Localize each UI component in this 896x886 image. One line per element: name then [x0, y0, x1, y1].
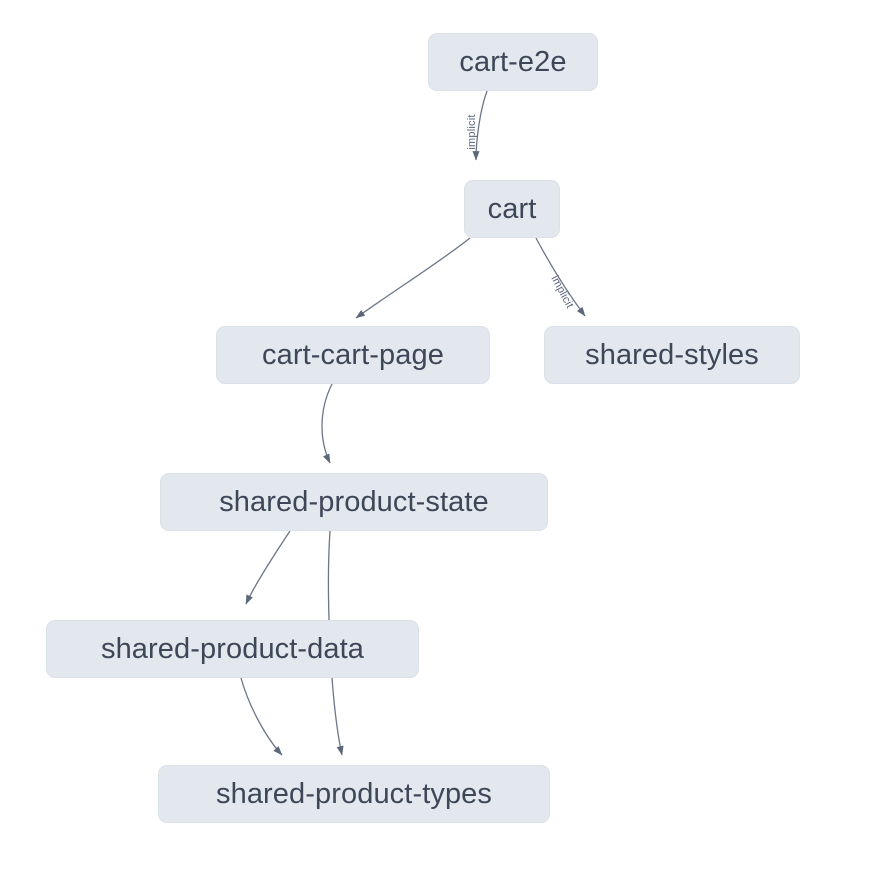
graph-node-shared-product-data[interactable]: shared-product-data	[46, 620, 419, 678]
edge-cart-to-shared-styles	[535, 237, 586, 317]
graph-node-label: shared-product-data	[100, 632, 365, 665]
graph-node-label: cart-cart-page	[262, 338, 444, 371]
graph-node-cart-e2e[interactable]: cart-e2e	[428, 33, 598, 91]
edge-shared-product-data-to-types	[240, 677, 283, 756]
graph-node-label: shared-product-types	[215, 777, 493, 810]
edge-label-cart-e2e-to-cart: implicit	[466, 114, 478, 150]
graph-node-label: shared-product-state	[219, 485, 489, 518]
graph-node-shared-styles[interactable]: shared-styles	[544, 326, 800, 384]
edge-cart-e2e-to-cart	[472, 90, 488, 161]
graph-node-label: cart-e2e	[459, 45, 567, 78]
graph-node-cart[interactable]: cart	[464, 180, 560, 238]
graph-node-shared-product-types[interactable]: shared-product-types	[158, 765, 550, 823]
graph-node-shared-product-state[interactable]: shared-product-state	[160, 473, 548, 531]
graph-node-cart-cart-page[interactable]: cart-cart-page	[216, 326, 490, 384]
graph-node-label: shared-styles	[585, 338, 759, 371]
edge-cart-cart-page-to-shared-product-state	[321, 383, 333, 464]
edge-shared-product-state-to-data	[245, 530, 291, 605]
edge-cart-to-cart-cart-page	[355, 237, 471, 319]
graph-node-label: cart	[487, 192, 537, 225]
edge-label-cart-to-shared-styles: implicit	[548, 273, 576, 311]
